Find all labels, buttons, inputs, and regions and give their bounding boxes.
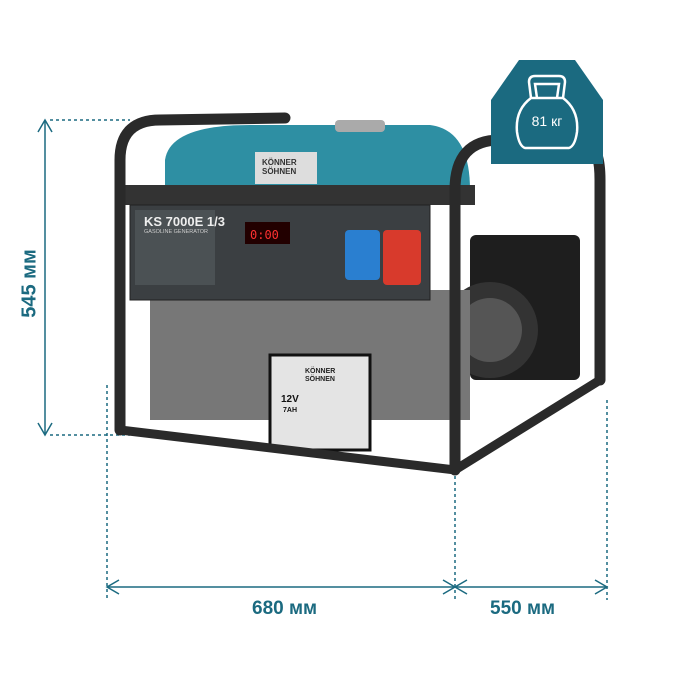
- brand-logo: KÖNNER SÖHNEN: [262, 158, 297, 176]
- weight-value: 81 кг: [531, 113, 563, 129]
- width-dimension-label: 680 мм: [252, 598, 318, 619]
- model-name: KS 7000E 1/3: [144, 214, 225, 229]
- kettlebell-icon: [515, 74, 579, 150]
- battery-capacity: 7AH: [283, 407, 298, 414]
- depth-dimension-label: 550 мм: [490, 598, 556, 619]
- weight-badge: [491, 60, 603, 164]
- height-dimension-label: 545 мм: [18, 249, 41, 318]
- model-subtitle: GASOLINE GENERATOR: [144, 229, 208, 235]
- generator: [114, 112, 606, 476]
- dimension-lines: [37, 118, 609, 600]
- battery-brand: KÖNNER SÖHNEN: [305, 368, 336, 383]
- battery-voltage: 12V: [281, 394, 299, 405]
- digital-display: 0:00: [250, 228, 279, 242]
